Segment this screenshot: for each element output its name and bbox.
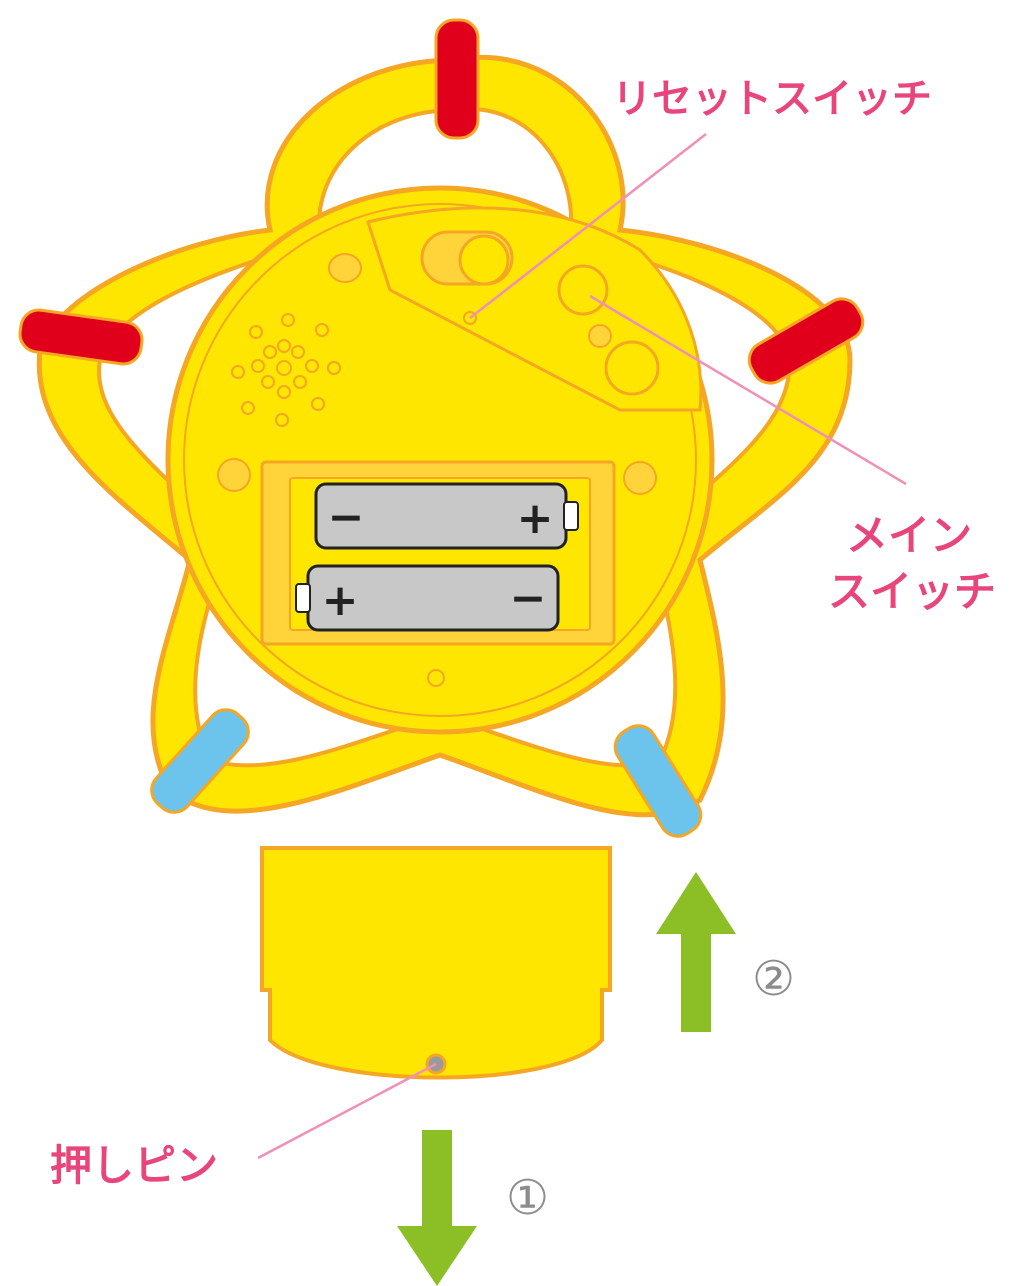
battery-top: − + [314, 482, 579, 550]
arrow-up [656, 872, 736, 1032]
screw-hole-bottom [427, 669, 445, 687]
step-1-marker: ① [506, 1170, 549, 1226]
label-main-switch-line2: スイッチ [828, 567, 996, 616]
device-body: − + + − [165, 185, 715, 735]
screw-boss-left [217, 458, 251, 492]
battery-top-right-sign: + [517, 493, 554, 544]
label-reset-switch: リセットスイッチ [612, 76, 932, 122]
speaker-grille [231, 313, 341, 427]
blue-peg-left [150, 708, 250, 814]
small-button [588, 324, 612, 348]
battery-bottom-right-sign: − [510, 573, 547, 624]
arrow-down [397, 1130, 477, 1286]
red-peg-left [18, 308, 144, 366]
leader-pin [257, 1062, 437, 1160]
battery-bottom-left-sign: + [322, 575, 359, 626]
label-push-pin: 押しピン [50, 1141, 218, 1190]
large-button [604, 340, 660, 396]
step-2-marker: ② [752, 951, 795, 1007]
grip-cover-shape [260, 846, 612, 1080]
body-rim [183, 203, 697, 717]
battery-bottom: + − [295, 564, 560, 632]
slide-switch-knob [458, 234, 510, 286]
screw-boss-left-top [328, 253, 362, 283]
red-peg-right [747, 297, 865, 385]
battery-top-left-sign: − [328, 492, 365, 543]
label-main-switch-line1: メイン [846, 511, 972, 560]
screw-boss-right [623, 461, 657, 495]
leader-main [589, 294, 907, 486]
blue-peg-right [613, 724, 703, 838]
grip-cover [260, 846, 612, 1080]
red-peg-top [434, 18, 480, 140]
main-switch-button [557, 264, 609, 316]
leader-reset [469, 133, 707, 319]
